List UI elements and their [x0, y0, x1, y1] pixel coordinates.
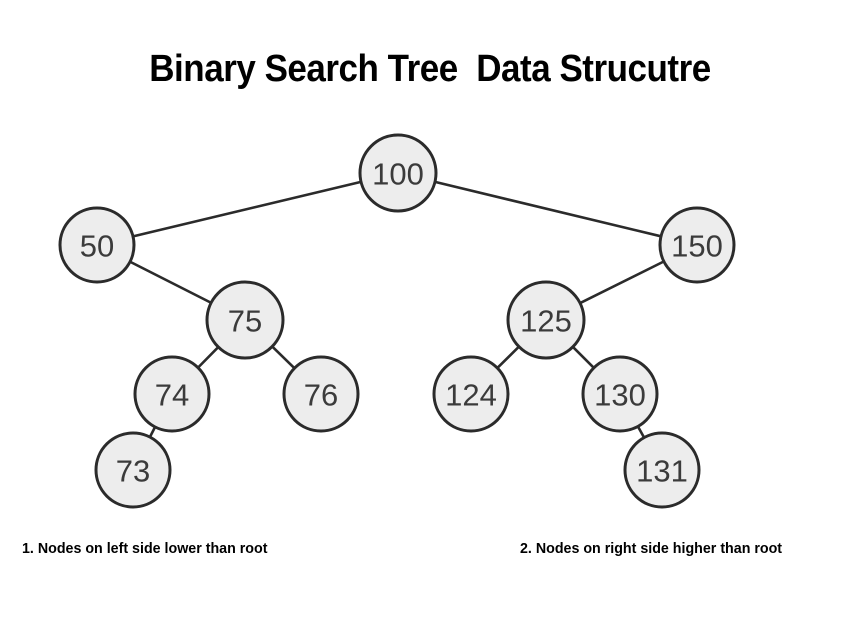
tree-node-124[interactable]: 124 — [432, 355, 510, 433]
node-label-76: 76 — [304, 378, 338, 413]
node-circle-124 — [432, 355, 510, 433]
tree-node-100[interactable]: 100 — [358, 133, 438, 213]
node-label-100: 100 — [372, 157, 424, 192]
node-circle-150 — [658, 206, 736, 284]
node-circle-100 — [358, 133, 438, 213]
page-title: Binary Search Tree Data Strucutre — [149, 48, 711, 90]
tree-node-74[interactable]: 74 — [133, 355, 211, 433]
tree-edge-125-130 — [570, 344, 596, 370]
node-circle-75 — [205, 280, 285, 360]
tree-node-125[interactable]: 125 — [506, 280, 586, 360]
node-circle-131 — [623, 431, 701, 509]
tree-edge-100-150 — [432, 180, 664, 238]
node-label-75: 75 — [228, 304, 262, 339]
node-circle-125 — [506, 280, 586, 360]
tree-edge-100-50 — [130, 180, 364, 238]
node-label-73: 73 — [116, 454, 150, 489]
node-label-74: 74 — [155, 378, 189, 413]
tree-node-76[interactable]: 76 — [282, 355, 360, 433]
tree-edge-125-124 — [495, 344, 521, 371]
tree-edge-50-75 — [127, 259, 214, 305]
caption-left-rule: 1. Nodes on left side lower than root — [22, 540, 268, 557]
node-label-50: 50 — [80, 229, 114, 264]
tree-node-73[interactable]: 73 — [94, 431, 172, 509]
node-label-130: 130 — [594, 378, 646, 413]
tree-nodes: 100 50 150 75 125 74 76 124 130 73 131 — [58, 133, 736, 509]
tree-edges — [127, 180, 667, 440]
node-label-131: 131 — [636, 454, 688, 489]
tree-node-130[interactable]: 130 — [581, 355, 659, 433]
tree-node-75[interactable]: 75 — [205, 280, 285, 360]
caption-right-rule: 2. Nodes on right side higher than root — [520, 540, 783, 557]
tree-edge-75-74 — [195, 345, 221, 370]
node-circle-50 — [58, 206, 136, 284]
tree-edge-150-125 — [577, 259, 667, 305]
tree-node-131[interactable]: 131 — [623, 431, 701, 509]
node-circle-76 — [282, 355, 360, 433]
tree-edge-75-76 — [270, 344, 297, 371]
node-circle-74 — [133, 355, 211, 433]
node-circle-130 — [581, 355, 659, 433]
node-circle-73 — [94, 431, 172, 509]
tree-node-50[interactable]: 50 — [58, 206, 136, 284]
node-label-150: 150 — [671, 229, 723, 264]
tree-node-150[interactable]: 150 — [658, 206, 736, 284]
node-label-125: 125 — [520, 304, 572, 339]
node-label-124: 124 — [445, 378, 497, 413]
